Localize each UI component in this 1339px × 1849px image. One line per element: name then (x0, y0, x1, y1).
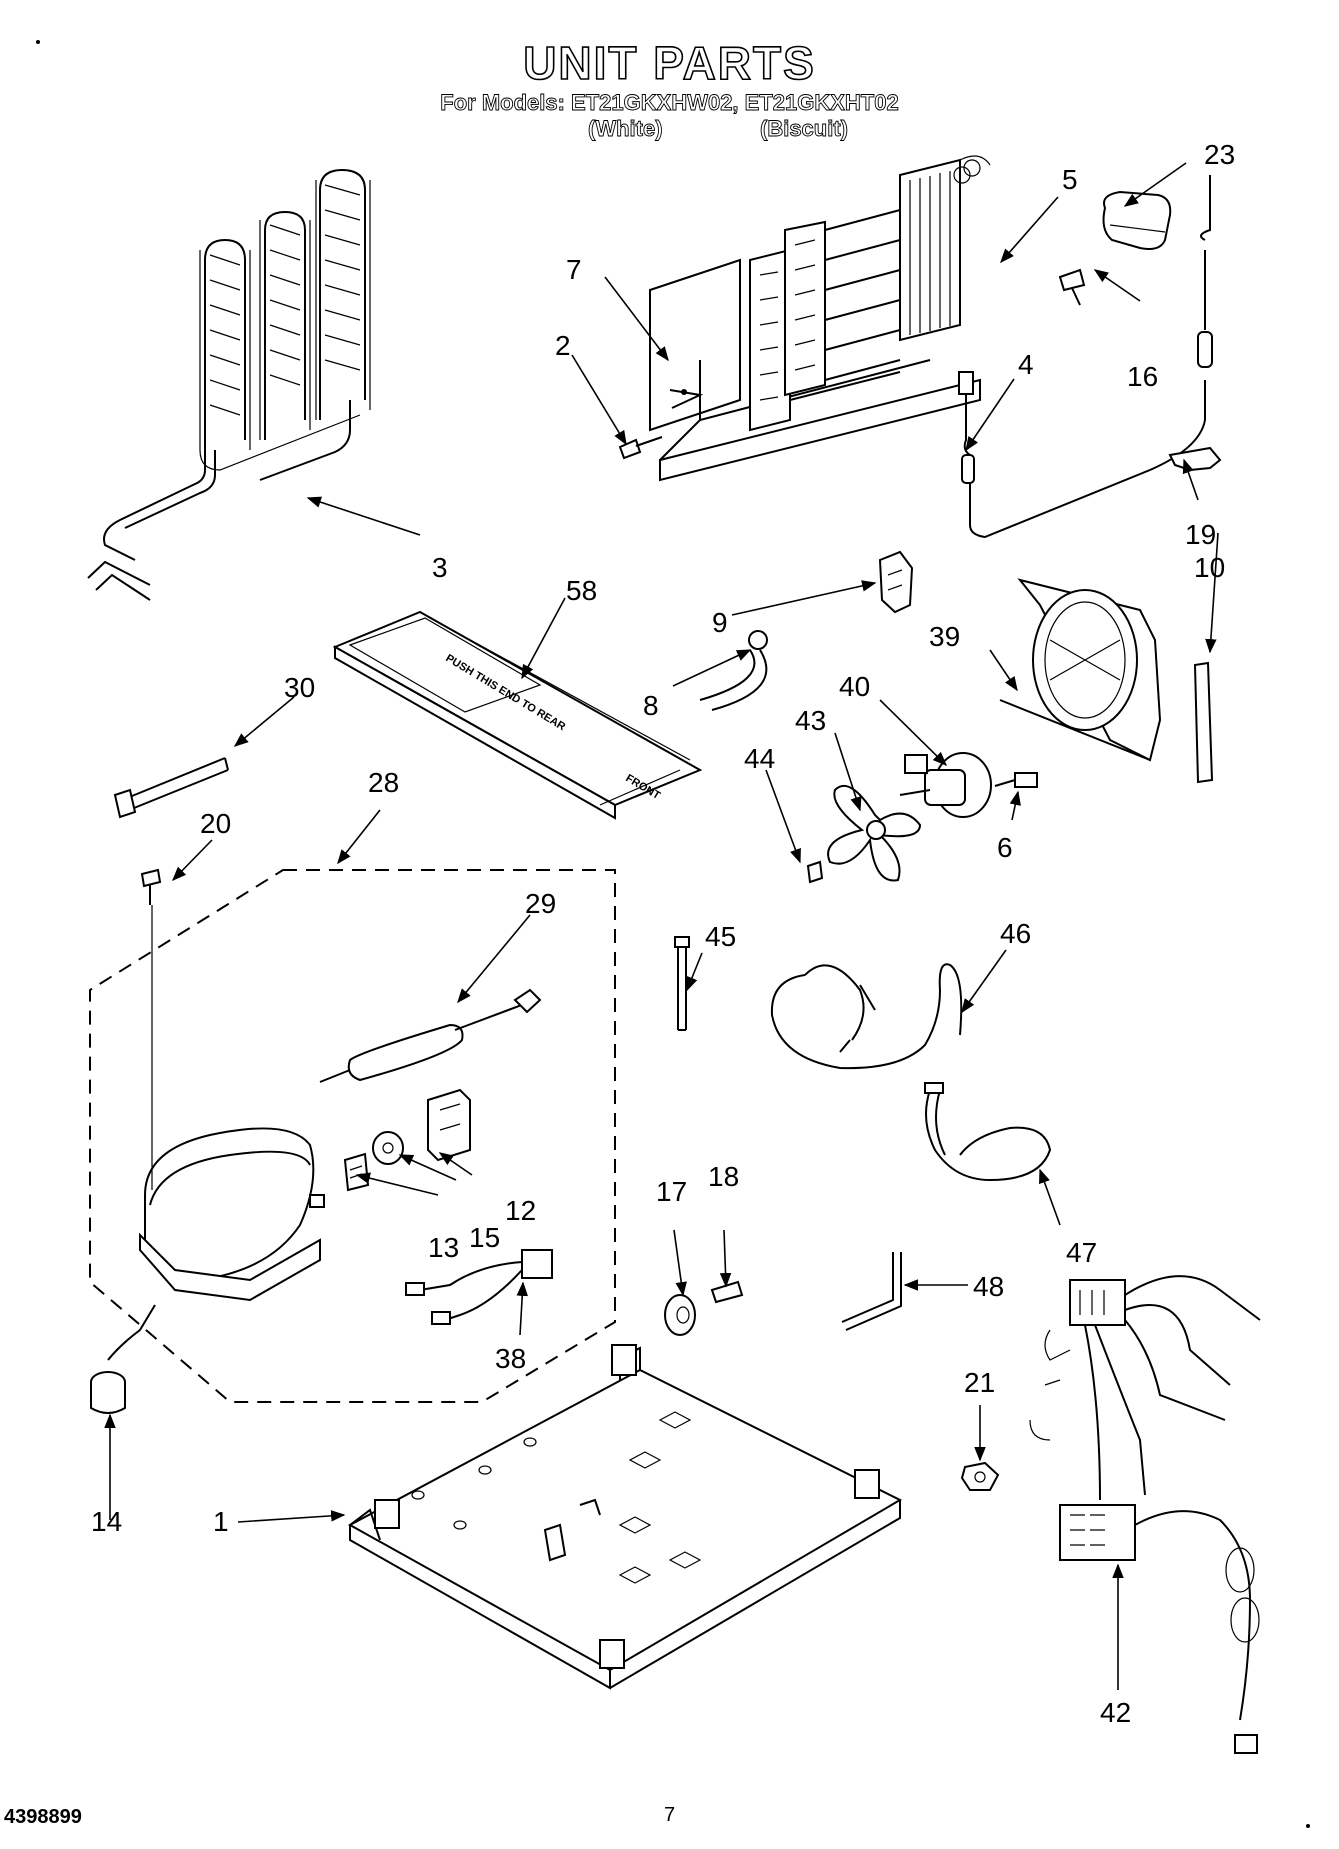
callout-19: 19 (1185, 519, 1216, 550)
roller-part-17 (664, 1294, 696, 1336)
callout-23: 23 (1204, 139, 1235, 170)
callout-2: 2 (555, 330, 571, 361)
callout-17: 17 (656, 1176, 687, 1207)
leader-lines (104, 162, 1219, 1690)
fan-blade (827, 784, 922, 882)
clip-part-44 (806, 860, 824, 884)
document-number: 4398899 (4, 1806, 82, 1828)
models-line: For Models: ET21GKXHW02, ET21GKXHT02 (440, 90, 899, 116)
callout-40: 40 (839, 671, 870, 702)
callout-21: 21 (964, 1367, 995, 1398)
callout-1: 1 (213, 1506, 229, 1537)
tube-part-46 (770, 963, 963, 1070)
page-number: 7 (664, 1804, 676, 1826)
callout-3: 3 (432, 552, 448, 583)
condenser-coil (87, 168, 371, 601)
crisper-tray: PUSH THIS END TO REAR FRONT (332, 610, 703, 820)
callout-15: 15 (469, 1222, 500, 1253)
color-white-label: (White) (588, 116, 663, 142)
callout-58: 58 (566, 575, 597, 606)
screw-part-6 (994, 772, 1038, 788)
callout-47: 47 (1066, 1237, 1097, 1268)
callout-20: 20 (200, 808, 231, 839)
screw-part-16 (1058, 268, 1086, 306)
callout-28: 28 (368, 767, 399, 798)
callout-7: 7 (566, 254, 582, 285)
callout-numbers: 7 2 3 5 23 16 4 19 10 58 9 8 39 40 43 44… (91, 139, 1235, 1728)
callout-42: 42 (1100, 1697, 1131, 1728)
fan-shroud (999, 578, 1162, 762)
thermistor-part-8 (699, 630, 768, 711)
callout-48: 48 (973, 1271, 1004, 1302)
tube-part-48 (841, 1252, 902, 1331)
callout-38: 38 (495, 1343, 526, 1374)
compressor (139, 1127, 325, 1302)
callout-6: 6 (997, 832, 1013, 863)
filter-drier (319, 988, 542, 1083)
bracket-part-9 (878, 550, 914, 614)
thermostat-cover (1102, 190, 1172, 250)
screw-part-20 (140, 868, 162, 1190)
callout-39: 39 (929, 621, 960, 652)
cord-part-38 (405, 1249, 553, 1325)
wire-harness (1029, 1275, 1261, 1754)
callout-4: 4 (1018, 349, 1034, 380)
evaporator-assembly (649, 155, 991, 482)
tie-strap (113, 757, 229, 819)
page-title: UNIT PARTS (522, 36, 816, 90)
callout-9: 9 (712, 607, 728, 638)
clip-part-19 (1168, 446, 1222, 472)
callout-8: 8 (643, 690, 659, 721)
corner-dot (36, 40, 40, 44)
defrost-sensor-wire (958, 175, 1213, 539)
callout-5: 5 (1062, 164, 1078, 195)
compressor-kit-boundary (89, 869, 616, 1403)
axle-part-18 (710, 1280, 744, 1304)
callout-12: 12 (505, 1195, 536, 1226)
overload-part-15 (372, 1131, 404, 1165)
callout-13: 13 (428, 1232, 459, 1263)
screw-part-2 (618, 436, 663, 460)
callout-14: 14 (91, 1506, 122, 1537)
nut-part-21 (960, 1461, 1000, 1491)
terminal-part-13 (343, 1152, 370, 1192)
fan-motor (899, 752, 992, 818)
callout-30: 30 (284, 672, 315, 703)
corner-dot (1306, 1824, 1310, 1828)
pin-part-45 (674, 936, 690, 1031)
callout-43: 43 (795, 705, 826, 736)
callout-10: 10 (1194, 552, 1225, 583)
relay-part-12 (427, 1088, 471, 1162)
tube-part-47 (924, 1082, 1052, 1182)
color-biscuit-label: (Biscuit) (760, 116, 849, 142)
callout-46: 46 (1000, 918, 1031, 949)
callout-16: 16 (1127, 361, 1158, 392)
callout-18: 18 (708, 1161, 739, 1192)
callout-29: 29 (525, 888, 556, 919)
strip-part-10 (1193, 661, 1214, 784)
callout-44: 44 (744, 743, 775, 774)
base-pan (347, 1344, 903, 1690)
callout-45: 45 (705, 921, 736, 952)
grommet-part-14 (90, 1304, 156, 1414)
